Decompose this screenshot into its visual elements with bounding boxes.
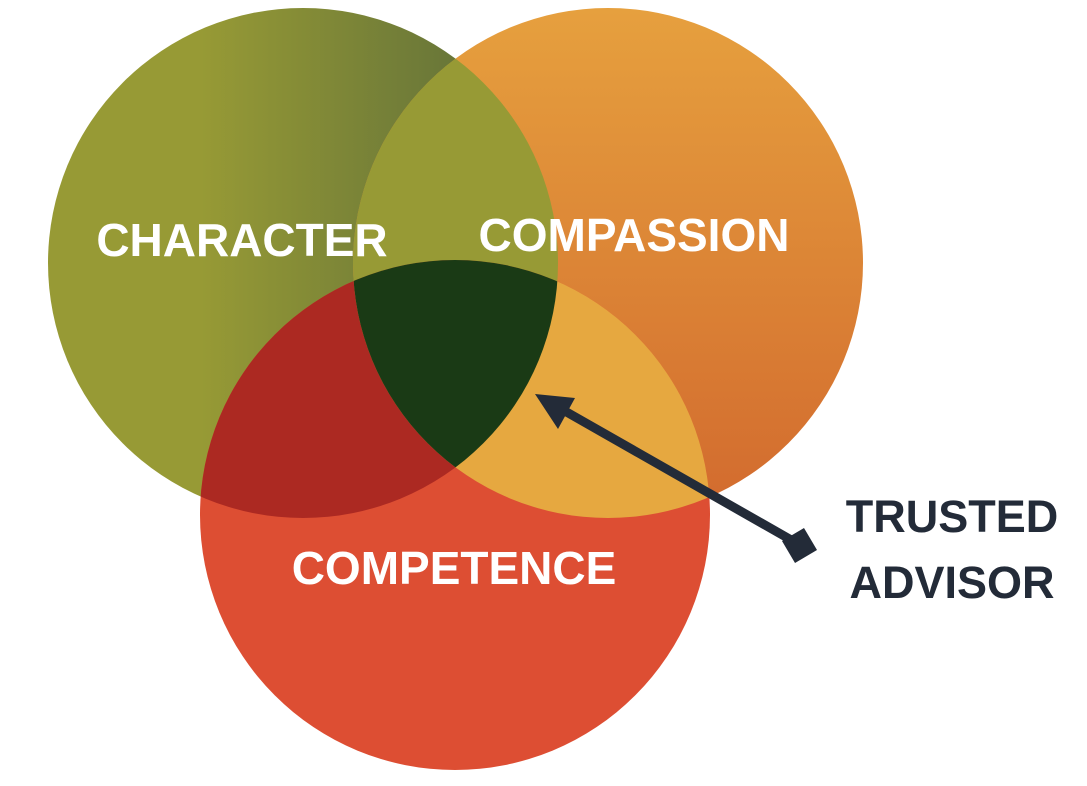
compassion-label: COMPASSION [479, 209, 790, 261]
competence-label: COMPETENCE [292, 542, 617, 594]
pointer-arrow [535, 394, 817, 563]
arrow-tail-square-icon [782, 528, 817, 563]
callout-line-1: TRUSTED [846, 491, 1059, 542]
character-label: CHARACTER [96, 214, 387, 266]
arrowhead-icon [535, 394, 575, 429]
arrow-shaft [551, 401, 805, 550]
callout-line-2: ADVISOR [849, 557, 1054, 608]
